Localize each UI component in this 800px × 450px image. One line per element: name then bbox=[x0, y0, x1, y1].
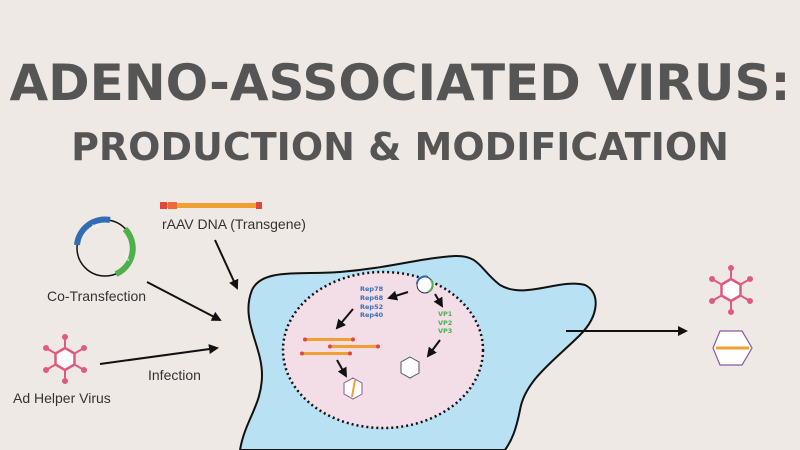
vp-protein: VP3 bbox=[438, 327, 452, 335]
arrow-to-packaging bbox=[336, 359, 347, 378]
plasmid-rep-label: REP bbox=[92, 224, 100, 229]
title-line2: PRODUCTION & MODIFICATION bbox=[71, 125, 729, 169]
raav-dna-label: rAAV DNA (Transgene) bbox=[162, 216, 306, 232]
arrow-infection bbox=[99, 344, 219, 365]
ad-helper-virus-icon bbox=[42, 333, 88, 385]
nuclear-plasmid-icon bbox=[416, 275, 434, 294]
nucleus bbox=[281, 270, 485, 430]
vp-protein: VP2 bbox=[438, 319, 452, 327]
co-transfection-label: Co-Transfection bbox=[47, 288, 146, 304]
rep-protein: Rep68 bbox=[360, 294, 384, 302]
infection-label: Infection bbox=[148, 367, 201, 383]
arrow-to-vp bbox=[433, 293, 444, 308]
ad-helper-output-icon bbox=[708, 264, 754, 316]
raav-dna-strand bbox=[160, 202, 262, 209]
raav-particle-icon bbox=[712, 330, 753, 366]
arrow-to-replication bbox=[335, 308, 354, 330]
replicated-dna-strands bbox=[300, 337, 380, 356]
vp-protein-list: VP1 VP2 VP3 bbox=[438, 310, 453, 335]
rep-protein: Rep78 bbox=[360, 285, 384, 293]
plasmid-icon: REP CAP bbox=[74, 216, 136, 277]
packaged-capsid-icon bbox=[343, 377, 363, 400]
arrow-raav bbox=[214, 239, 239, 290]
arrow-to-rep bbox=[387, 290, 409, 301]
rep-protein: Rep52 bbox=[360, 303, 383, 311]
rep-protein-list: Rep78 Rep68 Rep52 Rep40 bbox=[360, 285, 384, 319]
empty-capsid-icon bbox=[400, 356, 420, 379]
plasmid-cap-label: CAP bbox=[123, 253, 131, 263]
arrow-to-capsid bbox=[426, 339, 441, 358]
vp-protein: VP1 bbox=[438, 310, 453, 318]
ad-helper-label: Ad Helper Virus bbox=[13, 390, 111, 406]
rep-protein: Rep40 bbox=[360, 311, 384, 319]
title-line1: ADENO-ASSOCIATED VIRUS: bbox=[9, 54, 790, 112]
arrow-co-transfection bbox=[146, 281, 222, 321]
